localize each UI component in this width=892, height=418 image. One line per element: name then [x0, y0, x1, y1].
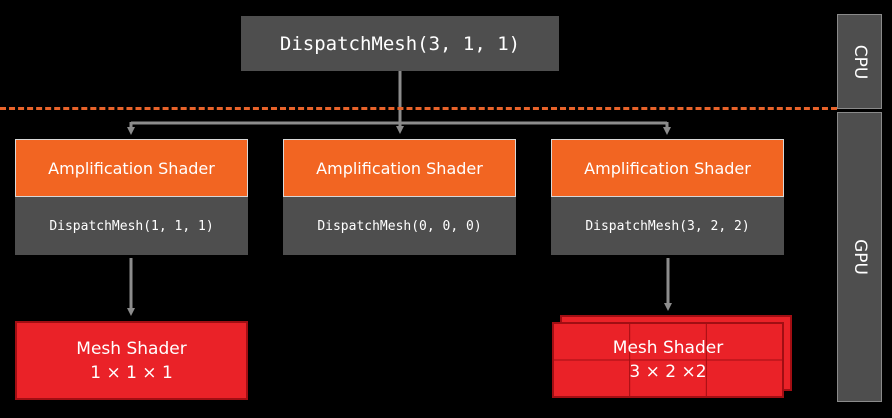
- mesh-shader-grid: [554, 324, 782, 396]
- cpu-gpu-separator: [0, 107, 837, 110]
- amplification-shader-dispatch: DispatchMesh(3, 2, 2): [551, 197, 784, 255]
- amplification-shader-1: Amplification Shader DispatchMesh(1, 1, …: [15, 139, 248, 255]
- amplification-shader-3: Amplification Shader DispatchMesh(3, 2, …: [551, 139, 784, 255]
- amplification-shader-title: Amplification Shader: [15, 139, 248, 197]
- cpu-dispatch-box: DispatchMesh(3, 1, 1): [241, 16, 559, 71]
- amplification-shader-title: Amplification Shader: [283, 139, 516, 197]
- mesh-shader-dims: 1 × 1 × 1: [90, 362, 173, 383]
- amplification-shader-dispatch: DispatchMesh(0, 0, 0): [283, 197, 516, 255]
- amplification-shader-2: Amplification Shader DispatchMesh(0, 0, …: [283, 139, 516, 255]
- mesh-shader-dims: 3 × 2 ×2: [629, 362, 707, 382]
- amplification-shader-dispatch: DispatchMesh(1, 1, 1): [15, 197, 248, 255]
- gpu-side-label: GPU: [849, 239, 870, 275]
- cpu-dispatch-label: DispatchMesh(3, 1, 1): [279, 32, 521, 55]
- amplification-shader-title: Amplification Shader: [551, 139, 784, 197]
- mesh-shader-2: Mesh Shader 3 × 2 ×2: [552, 322, 784, 398]
- mesh-shader-title: Mesh Shader: [76, 338, 187, 359]
- gpu-side-panel: GPU: [837, 112, 882, 402]
- mesh-shader-1: Mesh Shader 1 × 1 × 1: [15, 321, 248, 400]
- mesh-shader-title: Mesh Shader: [612, 338, 724, 358]
- cpu-side-panel: CPU: [837, 14, 882, 109]
- cpu-side-label: CPU: [849, 44, 870, 79]
